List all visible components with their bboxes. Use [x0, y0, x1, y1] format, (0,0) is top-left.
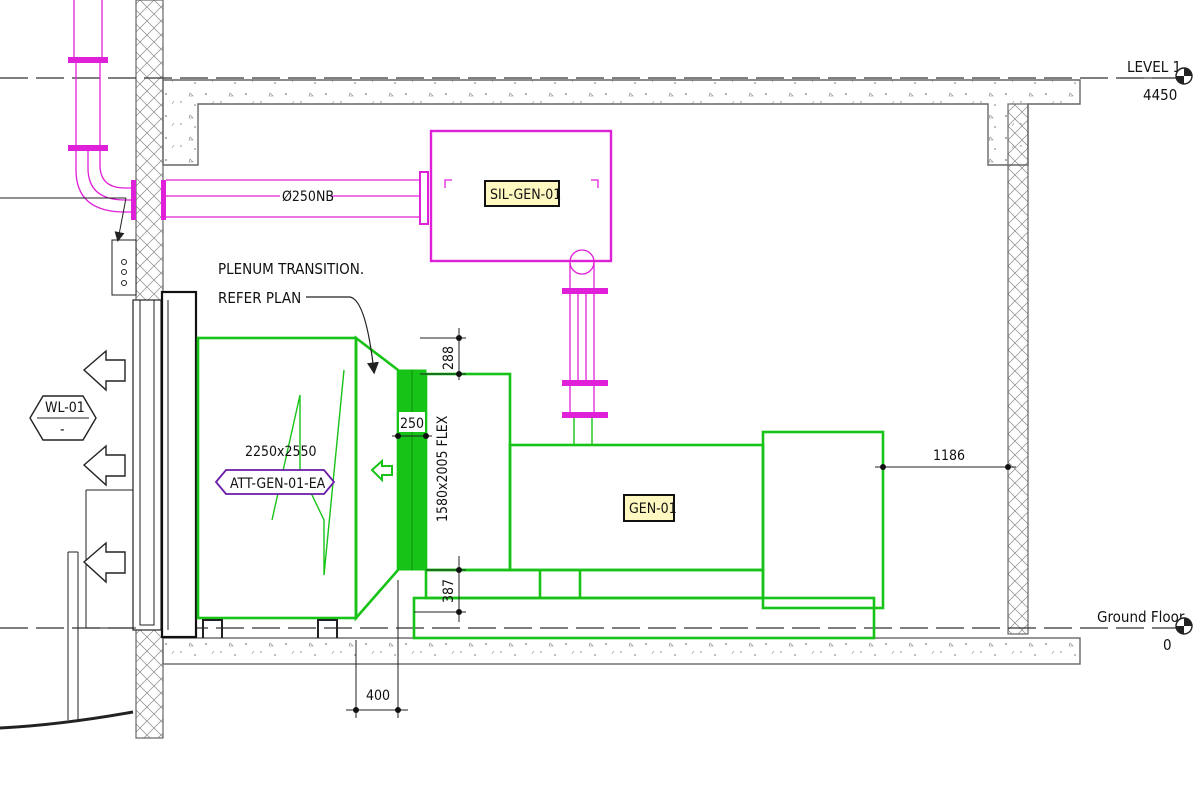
flex-connector-label: 1580x2005 FLEX — [435, 415, 451, 522]
level-1-value: 4450 — [1143, 86, 1177, 104]
airflow-arrows — [82, 349, 126, 584]
airflow-left-arrow-icon — [82, 349, 126, 392]
generator — [412, 372, 885, 640]
generator-tag[interactable]: GEN-01 — [623, 494, 677, 522]
ground-floor-value: 0 — [1163, 636, 1172, 654]
silencer-tag[interactable]: SIL-GEN-01 — [484, 180, 561, 207]
airflow-left-arrow-icon — [82, 541, 126, 584]
louvre-tag-sub: - — [60, 422, 65, 438]
attenuator-plenum — [196, 335, 427, 638]
silencer-tag-label: SIL-GEN-01 — [490, 187, 561, 203]
louvre-tag[interactable]: WL-01 - — [29, 395, 97, 441]
level-datum-icon — [1175, 617, 1193, 635]
dimension-flex-width: 250 — [392, 412, 432, 439]
level-datum-icon — [1175, 67, 1193, 85]
generator-alternator — [761, 430, 885, 610]
exhaust-pipe-size: Ø250NB — [282, 189, 334, 205]
generator-base — [424, 568, 765, 600]
level-1-name: LEVEL 1 — [1127, 58, 1181, 76]
plenum-note-line2: REFER PLAN — [218, 289, 301, 307]
right-wall — [1007, 103, 1029, 635]
attenuator-tag-label: ATT-GEN-01-EA — [230, 476, 326, 492]
silencer-body — [429, 129, 613, 263]
louvre-assembly — [0, 197, 198, 730]
dimension-plenum-depth-value: 400 — [366, 688, 390, 704]
dimension-top-gap: 288 — [420, 328, 466, 380]
dimension-bottom-gap: 387 — [414, 556, 466, 622]
plenum-transition — [354, 335, 400, 622]
ground-floor-name: Ground Floor — [1097, 608, 1185, 626]
attenuator-tag[interactable]: 2250x2550 ATT-GEN-01-EA — [214, 444, 336, 495]
generator-skid — [412, 596, 876, 640]
dimension-flex-width-value: 250 — [400, 416, 424, 432]
generator-tag-label: GEN-01 — [629, 501, 677, 517]
level-1-marker: LEVEL 1 4450 — [1120, 58, 1193, 104]
dimension-wall-clearance-value: 1186 — [933, 448, 965, 464]
plenum-note: PLENUM TRANSITION. REFER PLAN — [218, 260, 379, 375]
level-1-slab — [162, 79, 1081, 166]
dimension-wall-clearance: 1186 — [875, 448, 1016, 470]
exhaust-system: Ø250NB — [68, 0, 613, 445]
attenuator-size: 2250x2550 — [245, 444, 317, 460]
ground-floor-marker: Ground Floor 0 — [1097, 608, 1193, 654]
dimension-top-gap-value: 288 — [441, 346, 457, 370]
dimension-bottom-gap-value: 387 — [441, 579, 457, 603]
dimension-plenum-depth: 400 — [346, 580, 408, 718]
ground-floor-slab — [162, 637, 1081, 665]
louvre-tag-label: WL-01 — [45, 400, 85, 416]
plenum-note-line1: PLENUM TRANSITION. — [218, 260, 364, 278]
airflow-left-arrow-icon — [82, 444, 126, 487]
flow-direction-icon — [370, 458, 393, 483]
